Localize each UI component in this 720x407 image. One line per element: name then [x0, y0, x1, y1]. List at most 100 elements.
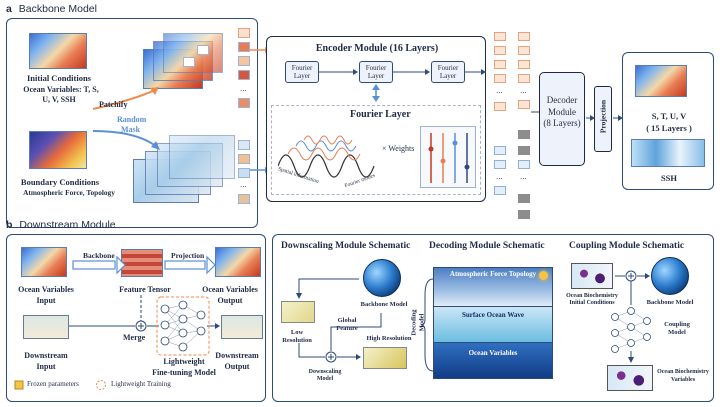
token-orange: [238, 56, 250, 66]
patchify-arrows: [92, 87, 160, 150]
ocean-bio-ic-l1: Ocean Biochemistry: [566, 293, 618, 299]
atm-force-label: Atmospheric Force Topology: [449, 270, 537, 278]
enc-out-token-b: [494, 160, 506, 169]
output-panel: S, T, U, V ( 15 Layers ) SSH: [622, 52, 714, 190]
enc-out-token: [494, 60, 506, 69]
encoder-module-panel: Encoder Module (16 Layers) Fourier Layer…: [266, 36, 486, 202]
global-feature-l1: Global: [337, 317, 357, 324]
mix-token: [518, 74, 530, 83]
backbone-model-label-2: Backbone Model: [646, 299, 694, 306]
enc-out-token: [494, 32, 506, 41]
output-vars: S, T, U, V: [651, 111, 687, 121]
lightweight-l1: Lightweight: [163, 357, 205, 366]
fourier-layer-box-1-l2: Layer: [293, 72, 311, 81]
backbone-input-panel: Initial Conditions Ocean Variables: T, S…: [6, 18, 258, 228]
weights-matrix: [420, 126, 476, 188]
initial-conditions-sub2: U, V, SSH: [42, 95, 76, 104]
decoding-layer-ocean: [433, 343, 553, 379]
section-a-title: Backbone Model: [18, 3, 97, 15]
section-b-heading: b Downstream Module: [6, 219, 116, 231]
projection-box: [594, 86, 612, 152]
fourier-layer-detail: Fourier Layer Spatial information Fourie…: [271, 105, 481, 195]
output-cube: [635, 65, 687, 97]
ocean-output-l1: Ocean Variables: [202, 285, 258, 294]
global-feature-l2: Feature: [336, 325, 358, 332]
backbone-arrow-label: Backbone: [83, 251, 115, 260]
token-blue: [238, 154, 250, 164]
low-res-l2: Resolution: [282, 337, 312, 344]
mask-patch: [197, 45, 209, 55]
token-orange: [238, 98, 250, 108]
fourier-layer-title: Fourier Layer: [350, 109, 411, 120]
mask-token: [518, 130, 530, 139]
fourier-layer-box-3-l2: Layer: [439, 72, 457, 81]
ocean-bio-ic-map: [571, 263, 613, 289]
patched-boundary-stack-back3: [169, 135, 235, 179]
enc-out-token: [494, 46, 506, 55]
enc-out-token: [494, 102, 506, 111]
ds-input-box: [23, 315, 69, 339]
decoding-title: Decoding Module Schematic: [429, 241, 545, 251]
ocean-bio-vars-l2: Variables: [670, 377, 696, 383]
fourier-layer-box-2-l1: Fourier: [365, 64, 387, 72]
fourier-waves: [278, 135, 375, 178]
ocean-bio-vars-map: [607, 365, 653, 391]
initial-conditions-title: Initial Conditions: [26, 73, 91, 83]
encoder-flow-arrows: [319, 69, 486, 102]
coupling-diagram: [611, 270, 651, 363]
feature-tensor-cube: [121, 249, 163, 277]
mix-ellipsis: ...: [520, 86, 527, 95]
ocean-bio-ic-l2: Initial Conditions: [569, 300, 615, 306]
token-orange: [238, 70, 250, 80]
boundary-conditions-title: Boundary Conditions: [20, 177, 100, 187]
mix-token: [518, 100, 530, 109]
initial-conditions-sub: Ocean Variables: T, S,: [23, 85, 99, 94]
decoding-model-l1: Decoding: [410, 309, 418, 336]
ds-input-l2: Input: [36, 362, 56, 371]
token-ellipsis: ...: [240, 84, 247, 93]
ocean-input-l1: Ocean Variables: [18, 285, 74, 294]
coupling-model-l2: Model: [668, 329, 686, 336]
section-b-title: Downstream Module: [19, 219, 116, 231]
decoder-line2: Module: [548, 106, 576, 117]
low-res-map: [281, 301, 315, 323]
legend-light: Lightweight Training: [111, 380, 171, 388]
boundary-conditions-sub: Atmospheric Force, Topology: [23, 188, 115, 197]
token-blue: [238, 194, 250, 204]
ocean-input-l2: Input: [36, 296, 56, 305]
ds-input-l1: Downstream: [24, 351, 68, 360]
section-a-letter: a: [6, 3, 12, 15]
legend-frozen: Frozen parameters: [27, 380, 79, 388]
mask-token: [518, 146, 530, 155]
ssh-map: [631, 139, 705, 167]
surface-wave-label: Surface Ocean Wave: [461, 311, 525, 319]
mix-token-b: [518, 160, 530, 169]
ocean-bio-vars-l1: Ocean Biochemistry: [657, 369, 709, 375]
output-layers: ( 15 Layers ): [646, 123, 692, 133]
ocean-input-cube: [21, 247, 67, 277]
enc-out-token: [494, 74, 506, 83]
projection-arrow-label: Projection: [171, 251, 205, 260]
mix-token: [518, 60, 530, 69]
enc-out-token-b: [494, 146, 506, 155]
coupling-title: Coupling Module Schematic: [569, 241, 685, 251]
decoding-layer-atm: [433, 267, 553, 307]
decoder-module: Decoder Module (8 Layers): [539, 72, 585, 166]
enc-out-token-b: [494, 186, 506, 195]
fourier-layer-box-1: Fourier Layer: [285, 61, 319, 83]
merge-label: Merge: [123, 333, 146, 342]
high-res-map: [363, 347, 407, 369]
token-blue: [238, 140, 250, 150]
coupling-model-l1: Coupling: [664, 321, 690, 328]
downscaling-model-l1: Downscaling: [308, 369, 342, 375]
token-orange: [238, 42, 250, 52]
decoder-arrows: [531, 111, 623, 121]
backbone-globe-1: [363, 259, 401, 297]
random-mask-label2: Mask: [121, 125, 141, 134]
ds-output-l1: Downstream: [215, 351, 259, 360]
fourier-layer-box-1-l1: Fourier: [291, 64, 313, 72]
downscaling-model-l2: Model: [316, 376, 334, 382]
feature-tensor-label: Feature Tensor: [119, 285, 171, 294]
mask-token: [518, 194, 530, 203]
schematics-panel: Downscaling Module Schematic Backbone Mo…: [272, 234, 714, 402]
